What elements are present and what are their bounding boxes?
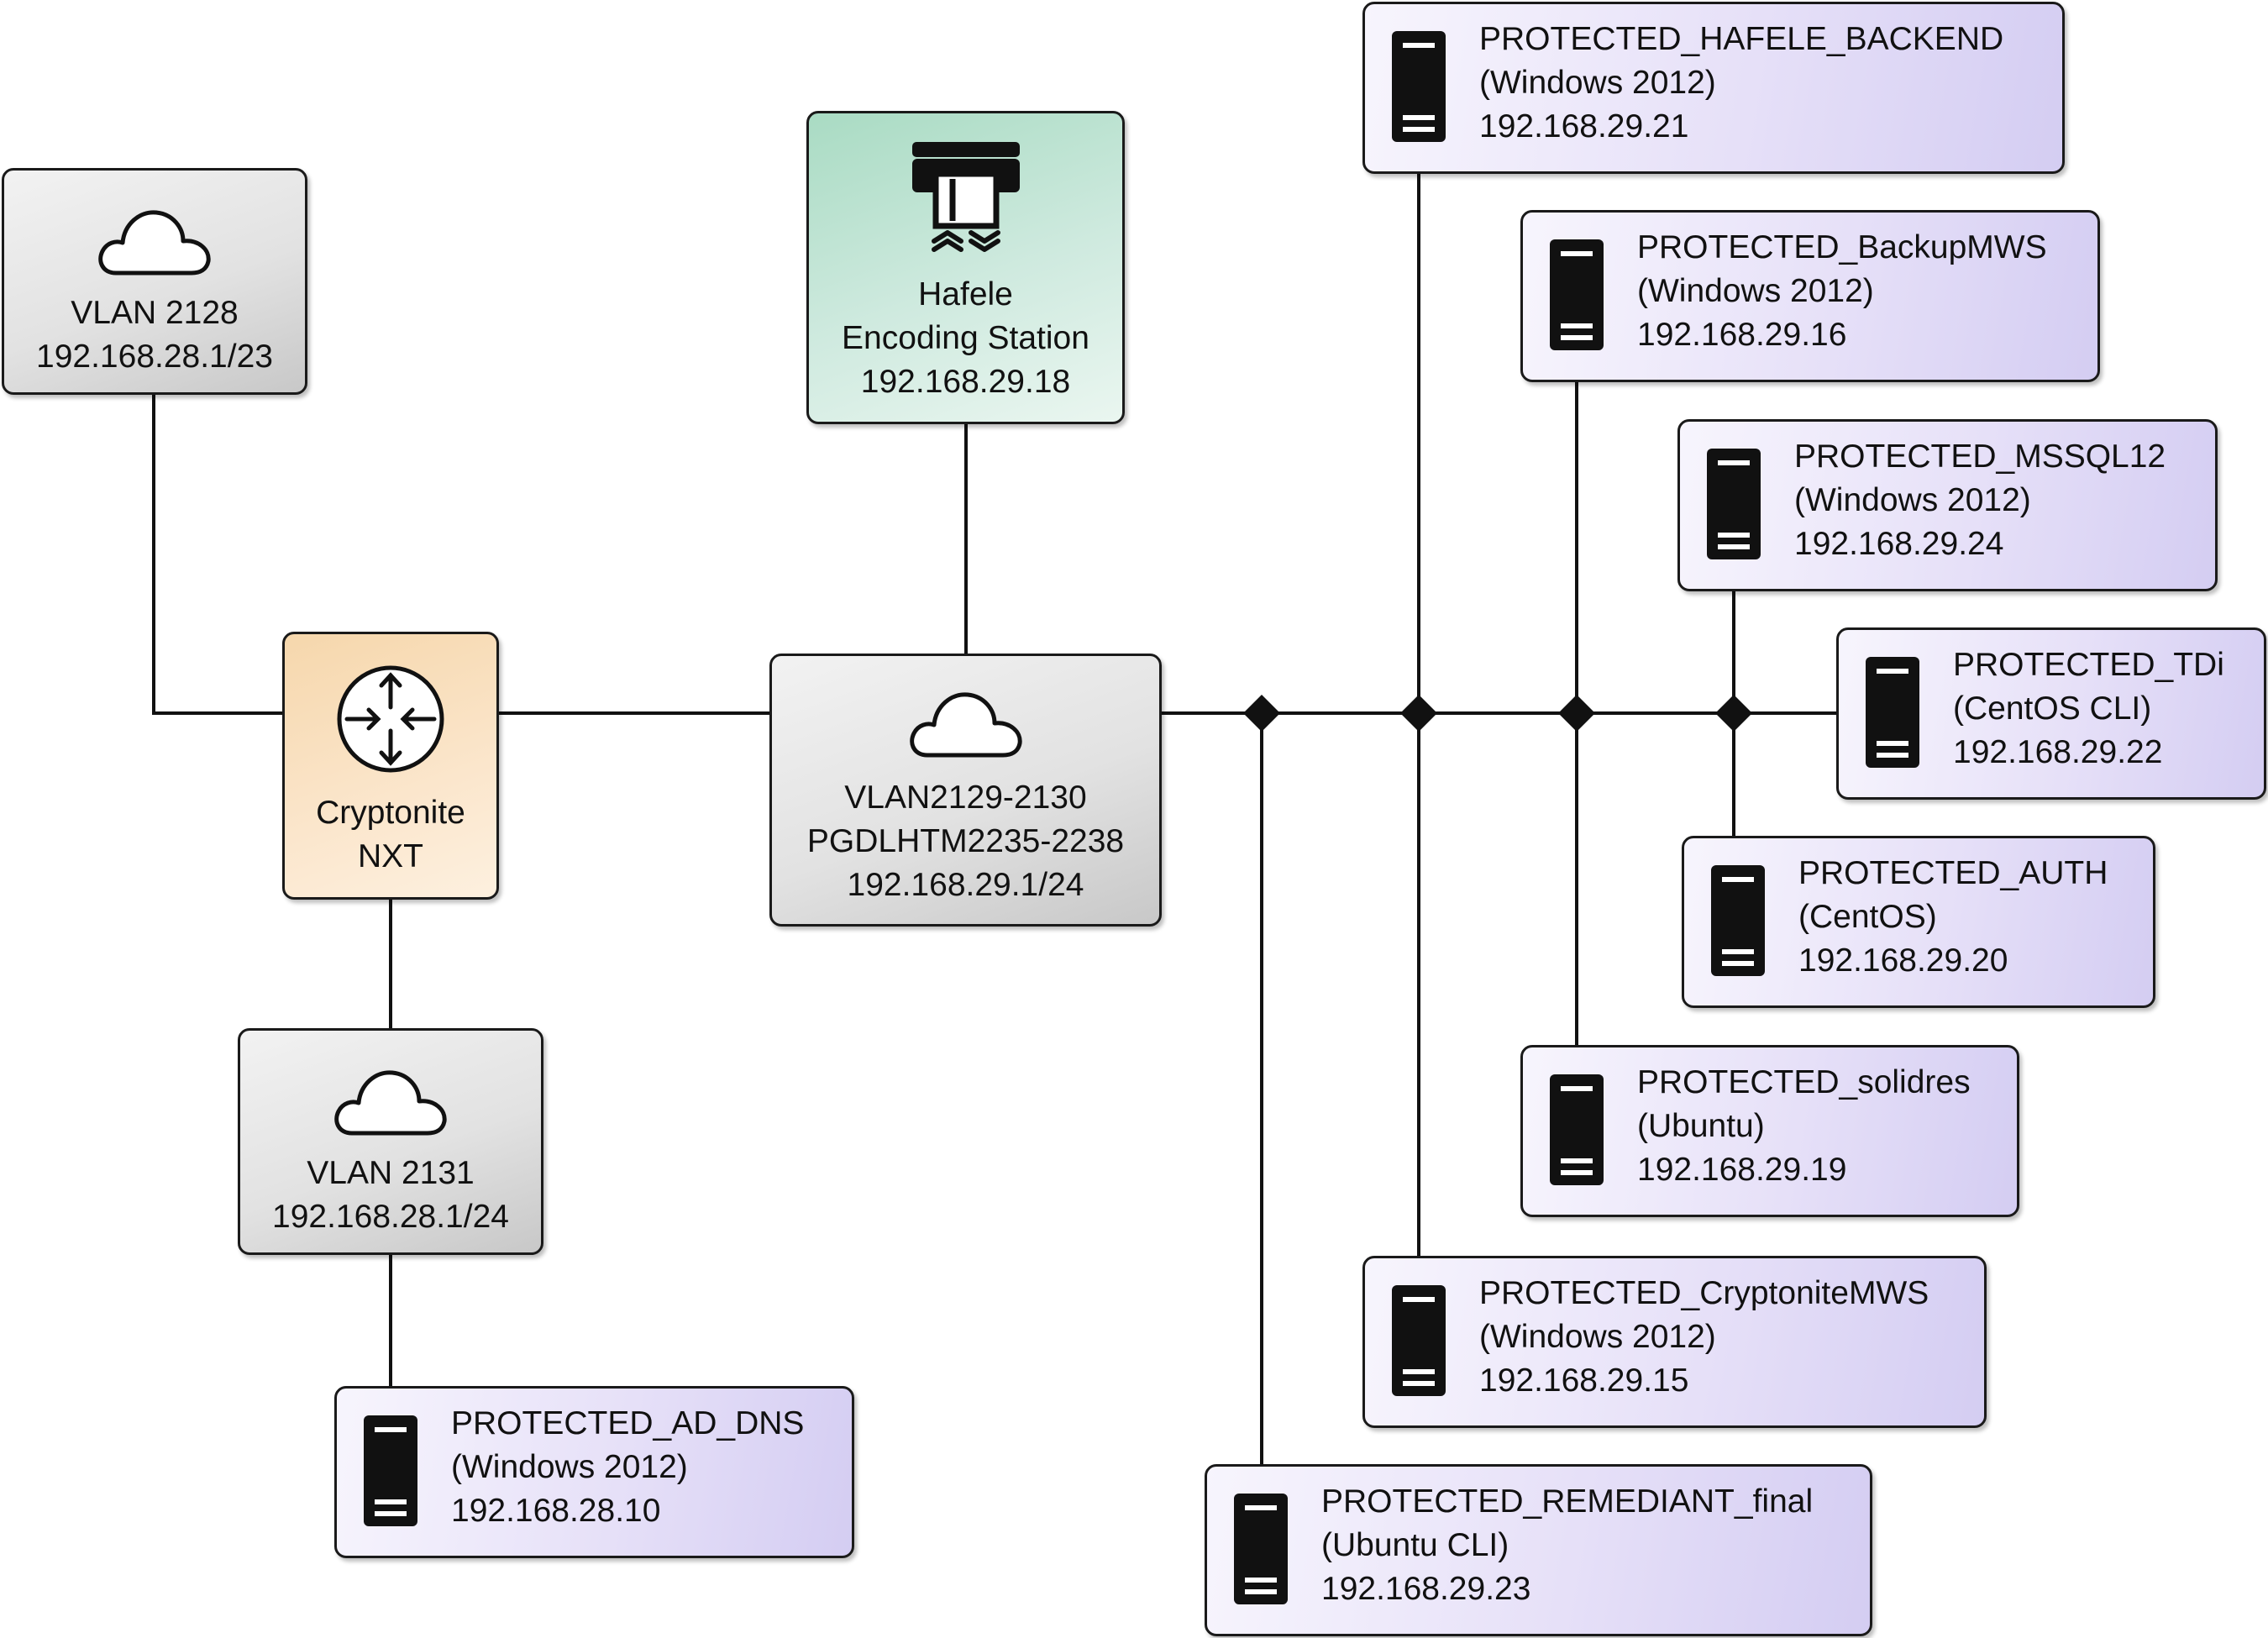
server-ip: 192.168.28.10 [451, 1493, 661, 1529]
server-tdi[interactable]: PROTECTED_TDi (CentOS CLI) 192.168.29.22 [1836, 627, 2266, 800]
server-ip: 192.168.29.21 [1479, 108, 1689, 144]
server-os: (Windows 2012) [1479, 1319, 1716, 1355]
vlan-2131-subnet: 192.168.28.1/24 [272, 1199, 509, 1235]
server-os: (Windows 2012) [1479, 65, 1716, 101]
server-mssql12[interactable]: PROTECTED_MSSQL12 (Windows 2012) 192.168… [1677, 419, 2218, 591]
junction-1 [1243, 695, 1280, 732]
server-hafele-backend[interactable]: PROTECTED_HAFELE_BACKEND (Windows 2012) … [1362, 2, 2065, 174]
server-ip: 192.168.29.24 [1794, 526, 2004, 562]
server-icon [1711, 865, 1765, 976]
station-name-line2: Encoding Station [842, 320, 1089, 356]
vlan-main-line1: VLAN2129-2130 [844, 780, 1087, 816]
server-name: PROTECTED_solidres [1637, 1064, 1971, 1100]
router-name-line1: Cryptonite [316, 795, 465, 831]
server-backupmws[interactable]: PROTECTED_BackupMWS (Windows 2012) 192.1… [1520, 210, 2100, 382]
vlan-2128-subnet: 192.168.28.1/23 [36, 339, 273, 375]
server-icon [1550, 239, 1604, 350]
server-icon [1550, 1074, 1604, 1185]
server-ad-dns[interactable]: PROTECTED_AD_DNS (Windows 2012) 192.168.… [334, 1386, 854, 1558]
server-os: (CentOS CLI) [1953, 690, 2152, 727]
router-name-line2: NXT [358, 838, 423, 874]
cloud-icon [772, 683, 1159, 760]
server-name: PROTECTED_BackupMWS [1637, 229, 2047, 265]
server-icon [1392, 1285, 1446, 1396]
server-os: (Ubuntu) [1637, 1108, 1765, 1144]
server-icon [1392, 31, 1446, 142]
router-node[interactable]: Cryptonite NXT [282, 632, 499, 900]
server-name: PROTECTED_TDi [1953, 647, 2224, 683]
server-cryptonitemws[interactable]: PROTECTED_CryptoniteMWS (Windows 2012) 1… [1362, 1256, 1987, 1428]
encoding-station-node[interactable]: Hafele Encoding Station 192.168.29.18 [806, 111, 1125, 424]
vlan-2131-node[interactable]: VLAN 2131 192.168.28.1/24 [238, 1028, 543, 1255]
cloud-icon [240, 1061, 541, 1138]
station-name-line1: Hafele [918, 276, 1013, 312]
server-ip: 192.168.29.23 [1321, 1571, 1531, 1607]
server-os: (Windows 2012) [451, 1449, 688, 1485]
server-solidres[interactable]: PROTECTED_solidres (Ubuntu) 192.168.29.1… [1520, 1045, 2019, 1217]
server-os: (Ubuntu CLI) [1321, 1527, 1509, 1563]
junction-4 [1715, 695, 1752, 732]
encoder-icon [809, 139, 1122, 253]
server-icon [1866, 657, 1919, 768]
server-name: PROTECTED_HAFELE_BACKEND [1479, 21, 2004, 57]
server-name: PROTECTED_CryptoniteMWS [1479, 1275, 1929, 1311]
server-auth[interactable]: PROTECTED_AUTH (CentOS) 192.168.29.20 [1682, 836, 2155, 1008]
server-remediant-final[interactable]: PROTECTED_REMEDIANT_final (Ubuntu CLI) 1… [1205, 1464, 1872, 1636]
server-icon [1707, 449, 1761, 559]
server-ip: 192.168.29.22 [1953, 734, 2163, 770]
server-os: (CentOS) [1798, 899, 1937, 935]
vlan-main-subnet: 192.168.29.1/24 [847, 867, 1084, 903]
server-name: PROTECTED_REMEDIANT_final [1321, 1483, 1814, 1520]
server-ip: 192.168.29.15 [1479, 1362, 1689, 1399]
vlan-main-line2: PGDLHTM2235-2238 [806, 823, 1125, 859]
server-ip: 192.168.29.19 [1637, 1152, 1847, 1188]
junction-2 [1400, 695, 1437, 732]
server-name: PROTECTED_MSSQL12 [1794, 438, 2166, 475]
vlan-2131-label: VLAN 2131 [307, 1155, 475, 1191]
server-name: PROTECTED_AUTH [1798, 855, 2108, 891]
server-ip: 192.168.29.20 [1798, 942, 2008, 979]
server-os: (Windows 2012) [1637, 273, 1874, 309]
vlan-main-node[interactable]: VLAN2129-2130 PGDLHTM2235-2238 192.168.2… [769, 654, 1162, 927]
vlan-2128-node[interactable]: VLAN 2128 192.168.28.1/23 [2, 168, 307, 395]
junction-3 [1558, 695, 1595, 732]
cloud-icon [4, 201, 305, 278]
vlan-2128-label: VLAN 2128 [71, 295, 239, 331]
server-os: (Windows 2012) [1794, 482, 2031, 518]
server-icon [1234, 1494, 1288, 1604]
server-ip: 192.168.29.16 [1637, 317, 1847, 353]
station-ip: 192.168.29.18 [860, 364, 1071, 400]
server-icon [364, 1415, 417, 1526]
link-vlan2128-router [152, 395, 282, 715]
router-icon [285, 664, 496, 774]
server-name: PROTECTED_AD_DNS [451, 1405, 805, 1441]
